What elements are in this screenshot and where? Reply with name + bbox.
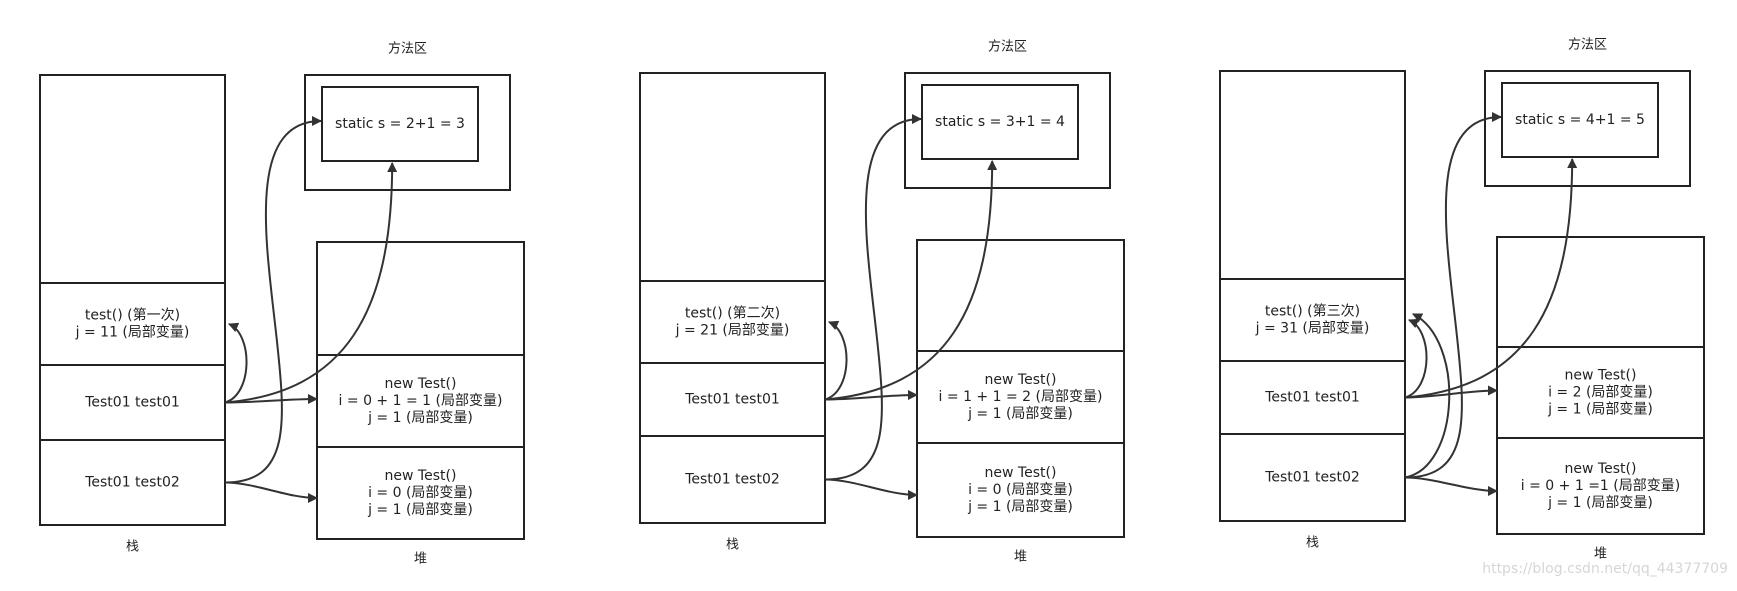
stack-frame-text: test() (第一次) xyxy=(85,307,180,324)
heap-caption: 堆 xyxy=(1594,547,1607,562)
test02-to-static-arrow xyxy=(824,114,922,481)
method-area: static s = 2+1 = 3 方法区 xyxy=(304,41,511,191)
stack-frame-text: test() (第二次) xyxy=(685,305,780,322)
stack-frame-text: Test01 test01 xyxy=(84,395,180,411)
method-area: static s = 4+1 = 5 方法区 xyxy=(1484,37,1691,187)
heap-object-text: new Test() xyxy=(985,372,1057,388)
method-area: static s = 3+1 = 4 方法区 xyxy=(904,39,1111,189)
test01-to-static-arrow xyxy=(824,160,998,401)
stack-frame-text: Test01 test02 xyxy=(1264,470,1360,486)
heap-box xyxy=(916,239,1125,538)
heap-caption: 堆 xyxy=(414,552,427,567)
memory-diagram-2: test() (第二次)j = 21 (局部变量) Test01 test01Te… xyxy=(639,39,1125,565)
heap-object-text: j = 1 (局部变量) xyxy=(367,502,473,518)
stack: test() (第二次)j = 21 (局部变量) Test01 test01Te… xyxy=(639,72,826,553)
heap-object-text: i = 1 + 1 = 2 (局部变量) xyxy=(939,389,1103,405)
stack-frame-text: j = 31 (局部变量) xyxy=(1255,321,1370,337)
reference-arrows xyxy=(1404,112,1578,496)
stack-frame-text: j = 21 (局部变量) xyxy=(675,323,790,339)
watermark-text: https://blog.csdn.net/qq_44377709 xyxy=(1482,561,1728,577)
test02-to-heap-object-arrow xyxy=(224,481,318,503)
method-area-caption: 方法区 xyxy=(388,41,427,57)
test01-to-frame-arrow xyxy=(1404,318,1428,399)
reference-arrows xyxy=(224,116,398,503)
stack-box xyxy=(39,74,226,526)
test01-to-frame-arrow xyxy=(224,322,248,404)
heap-object-text: i = 0 + 1 =1 (局部变量) xyxy=(1521,478,1680,494)
stack-box xyxy=(1219,70,1406,522)
heap-object-text: i = 0 (局部变量) xyxy=(968,482,1073,498)
stack-frame-text: test() (第三次) xyxy=(1265,303,1360,320)
heap-object-text: new Test() xyxy=(1565,368,1637,384)
test02-to-heap-object-arrow xyxy=(1404,476,1498,496)
test02-to-static-arrow xyxy=(224,116,322,484)
stack-caption: 栈 xyxy=(126,540,139,555)
test01-to-static-arrow xyxy=(224,162,398,404)
heap-object-text: new Test() xyxy=(1565,461,1637,477)
static-field-text: static s = 3+1 = 4 xyxy=(935,114,1065,130)
test02-to-frame-arrow xyxy=(1404,313,1451,479)
heap-object-text: i = 2 (局部变量) xyxy=(1548,385,1653,401)
heap-object-text: j = 1 (局部变量) xyxy=(967,406,1073,422)
heap-box xyxy=(316,241,525,540)
stack-frame-text: Test01 test02 xyxy=(84,475,180,491)
static-field-box xyxy=(1501,82,1659,158)
method-area-caption: 方法区 xyxy=(988,39,1027,55)
stack-caption: 栈 xyxy=(726,538,739,553)
test02-to-static-arrow xyxy=(1404,112,1502,479)
stack-caption: 栈 xyxy=(1306,536,1319,551)
heap: new Test()i = 1 + 1 = 2 (局部变量)j = 1 (局部变… xyxy=(916,239,1125,565)
static-field-box xyxy=(921,84,1079,160)
heap-object-text: i = 0 + 1 = 1 (局部变量) xyxy=(339,393,503,409)
stack: test() (第三次)j = 31 (局部变量) Test01 test01Te… xyxy=(1219,70,1406,551)
heap: new Test()i = 2 (局部变量)j = 1 (局部变量)new Te… xyxy=(1496,236,1705,562)
heap-object-text: new Test() xyxy=(385,468,457,484)
heap: new Test()i = 0 + 1 = 1 (局部变量)j = 1 (局部变… xyxy=(316,241,525,567)
test01-to-frame-arrow xyxy=(824,320,848,401)
reference-arrows xyxy=(824,114,998,500)
heap-object-text: new Test() xyxy=(385,376,457,392)
test02-to-heap-object-arrow xyxy=(824,478,918,500)
stack-frame-text: Test01 test01 xyxy=(684,392,780,408)
memory-diagram-1: test() (第一次)j = 11 (局部变量) Test01 test01Te… xyxy=(39,41,525,567)
heap-object-text: new Test() xyxy=(985,465,1057,481)
heap-box xyxy=(1496,236,1705,535)
heap-object-text: j = 1 (局部变量) xyxy=(1547,495,1653,511)
stack-frame-text: Test01 test01 xyxy=(1264,390,1360,406)
stack-box xyxy=(639,72,826,524)
static-field-text: static s = 2+1 = 3 xyxy=(335,116,465,132)
static-field-text: static s = 4+1 = 5 xyxy=(1515,112,1645,128)
stack: test() (第一次)j = 11 (局部变量) Test01 test01Te… xyxy=(39,74,226,555)
stack-frame-text: j = 11 (局部变量) xyxy=(75,325,190,341)
static-field-box xyxy=(321,86,479,162)
heap-object-text: j = 1 (局部变量) xyxy=(367,410,473,426)
heap-object-text: j = 1 (局部变量) xyxy=(1547,402,1653,418)
method-area-caption: 方法区 xyxy=(1568,37,1607,53)
heap-caption: 堆 xyxy=(1014,550,1027,565)
memory-diagram-3: test() (第三次)j = 31 (局部变量) Test01 test01Te… xyxy=(1219,37,1705,562)
stack-frame-text: Test01 test02 xyxy=(684,472,780,488)
heap-object-text: j = 1 (局部变量) xyxy=(967,499,1073,515)
heap-object-text: i = 0 (局部变量) xyxy=(368,485,473,501)
